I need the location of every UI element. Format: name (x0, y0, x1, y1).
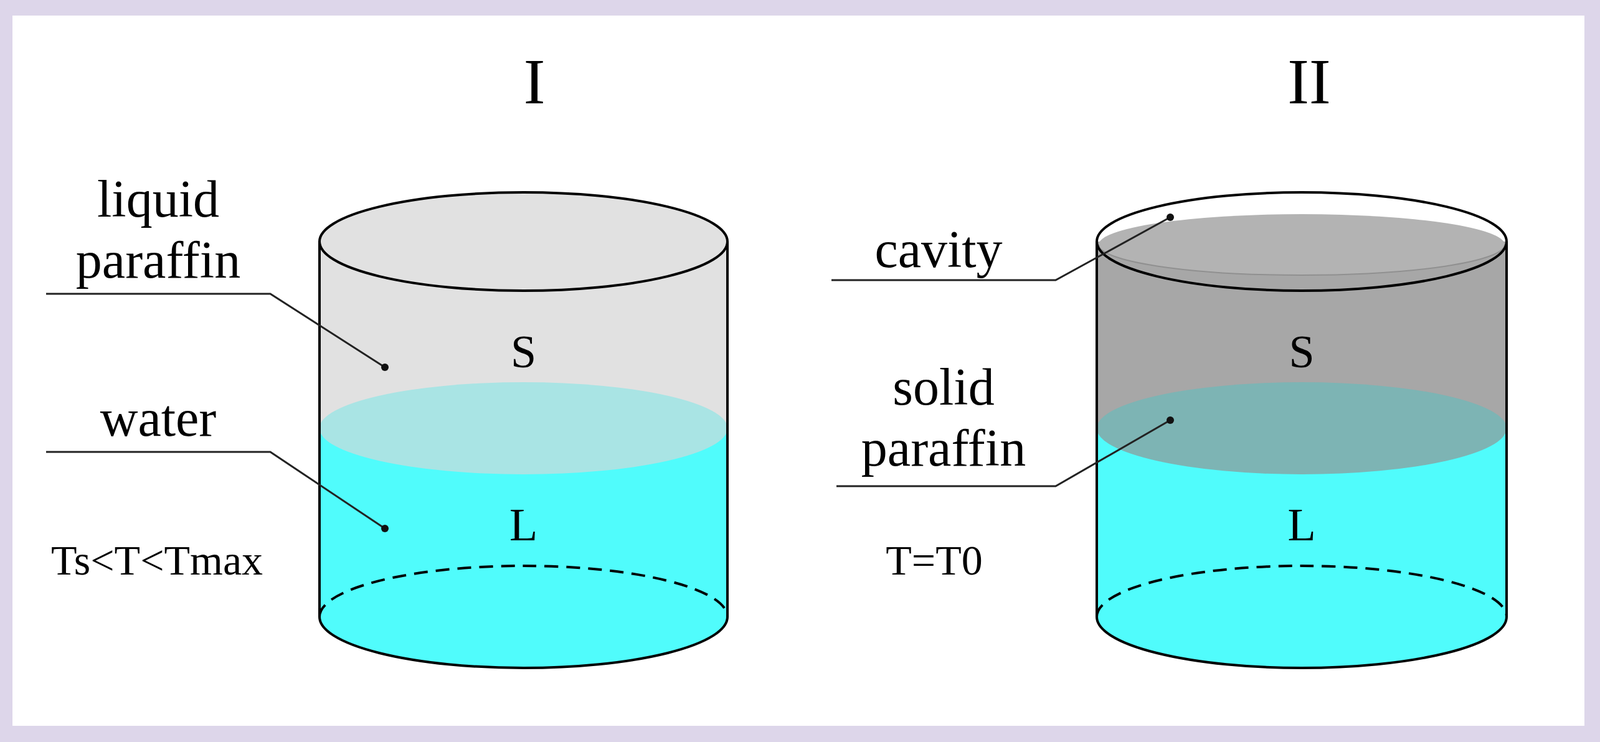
cylinder-bottom-front (1096, 617, 1507, 669)
part-label: solid paraffin (825, 356, 1062, 479)
cylinder-top (1096, 192, 1507, 291)
part-label: cavity (820, 219, 1057, 281)
cylinder-top (319, 192, 728, 291)
cylinder-wall (726, 241, 729, 618)
page-panel (12, 15, 1585, 727)
leader-line (46, 452, 385, 529)
cylinder-bottom-back (319, 566, 728, 618)
part-label: liquid paraffin (39, 168, 277, 291)
phase-symbol: S (1288, 326, 1315, 377)
phase-symbol: L (509, 500, 538, 550)
phase-symbol: S (510, 326, 537, 377)
cavity-space (1096, 192, 1507, 291)
paraffin-layer: S (1159, 292, 1445, 412)
vessel-number: I (330, 49, 739, 114)
label-anchor: cavity (820, 219, 1057, 281)
leader-dot (1166, 416, 1174, 425)
leader-dot (1166, 213, 1174, 222)
leader-dot (381, 525, 389, 533)
surface-edge (1098, 244, 1505, 276)
cylinder-bottom-back (1096, 566, 1507, 618)
label-anchor: solid paraffin (825, 356, 1062, 479)
phase-symbol: L (1287, 500, 1316, 550)
water-surface (1096, 382, 1507, 475)
cylinder-wall (1505, 241, 1508, 618)
cylinder-wall (1095, 241, 1099, 618)
water-surface (319, 382, 728, 475)
vessel-cylinder: ISL (319, 37, 729, 686)
label-anchor: liquid paraffin (39, 168, 277, 291)
label-anchor: Ts<T<Tmax (51, 539, 313, 582)
water-layer: L (1159, 473, 1445, 577)
part-label: water (39, 388, 277, 450)
water-layer: L (381, 473, 666, 577)
paraffin-layer: S (381, 292, 666, 412)
condition-label: Ts<T<Tmax (51, 539, 313, 582)
label-anchor: T=T0 (815, 539, 1053, 582)
leader-dot (381, 363, 389, 372)
vessel-number: II (1104, 49, 1515, 114)
vessel-cylinder: IISL (1096, 37, 1507, 686)
cylinder-bottom-front (319, 617, 728, 669)
condition-label: T=T0 (815, 539, 1053, 582)
cylinder-wall (318, 241, 321, 618)
leader-line (46, 293, 385, 368)
label-anchor: water (39, 388, 277, 450)
